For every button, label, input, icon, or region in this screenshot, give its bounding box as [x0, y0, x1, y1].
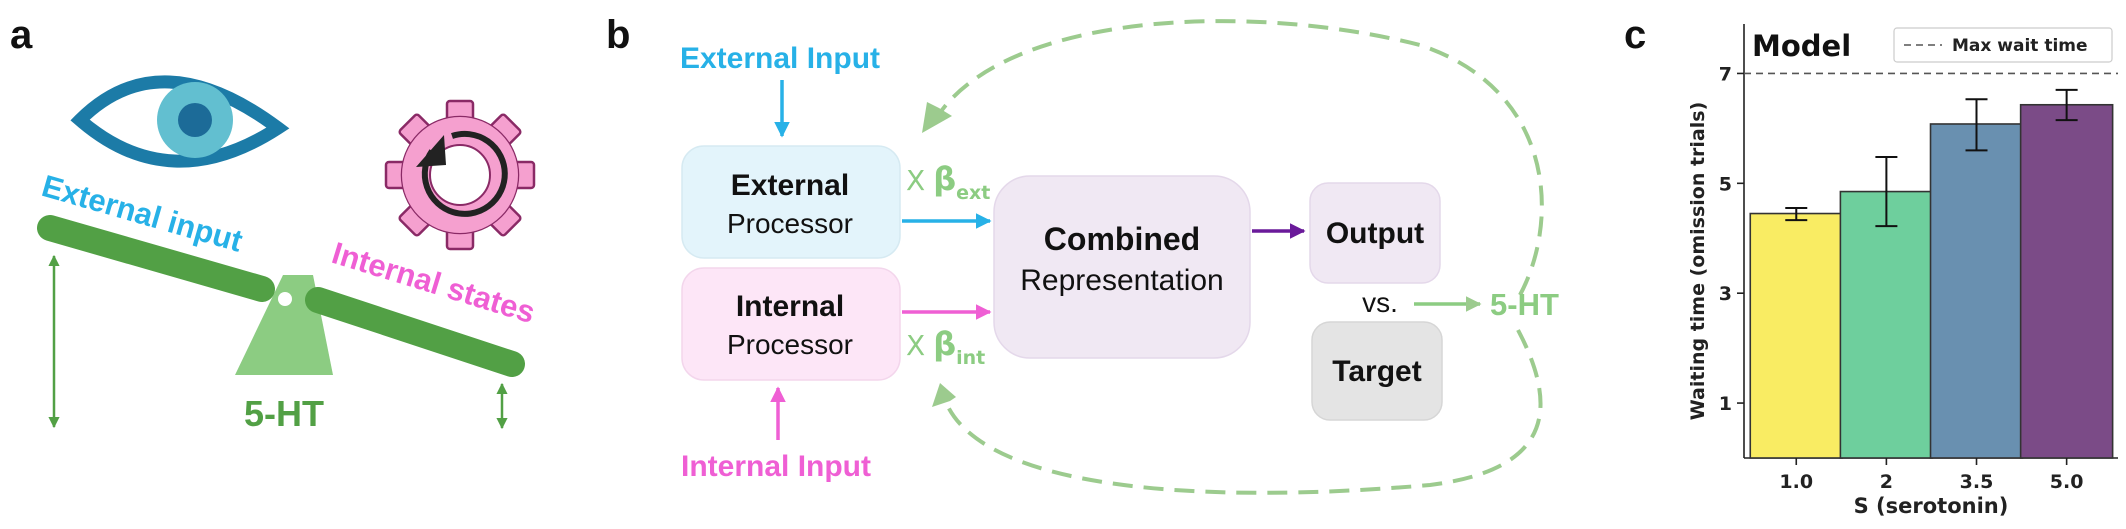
target-label: Target — [1332, 355, 1421, 388]
internal-processor-sub: Processor — [727, 329, 853, 360]
feedback-arrow-top — [933, 19, 1544, 296]
external-input-title: External Input — [680, 42, 880, 75]
x-axis-label: S (serotonin) — [1854, 494, 2009, 518]
x-tick-label: 2 — [1880, 471, 1893, 493]
bar — [1749, 212, 1844, 459]
internal-processor-box — [681, 267, 901, 381]
bar — [1839, 190, 1934, 459]
beam-right — [305, 287, 525, 377]
x-tick-label: 3.5 — [1960, 471, 1994, 493]
external-processor-sub: Processor — [727, 208, 853, 239]
combined-title: Combined — [1044, 221, 1200, 257]
gear-icon — [384, 99, 536, 251]
eye-icon — [70, 75, 290, 168]
combined-representation-box — [993, 175, 1251, 359]
chart-title: Model — [1752, 29, 1851, 63]
internal-input-title: Internal Input — [681, 450, 871, 483]
external-processor-box — [681, 145, 901, 259]
output-label: Output — [1326, 217, 1424, 250]
vs-label: vs. — [1362, 287, 1398, 318]
panel-label-a: a — [10, 13, 33, 57]
internal-processor-title: Internal — [736, 290, 844, 323]
fulcrum-label: 5-HT — [244, 393, 324, 434]
legend-box — [1893, 27, 2113, 63]
y-tick-label: 5 — [1719, 173, 1732, 195]
legend-label: Max wait time — [1952, 36, 2088, 56]
combined-sub: Representation — [1020, 264, 1223, 297]
y-axis-label: Waiting time (omission trials) — [1687, 102, 1709, 421]
5ht-label: 5-HT — [1490, 287, 1559, 322]
panel-label-c: c — [1624, 13, 1646, 57]
bar-chart: 1 3 5 7 1.0 2 3.5 5.0 S (serotonin) Waiting time … — [1687, 24, 2118, 518]
external-processor-title: External — [731, 169, 849, 202]
bar — [2019, 103, 2114, 459]
panel-c: c 1 3 5 7 1.0 2 3.5 5.0 S (serotonin) Waiting tim… — [1624, 13, 2118, 518]
feedback-arrow-bottom — [943, 329, 1543, 495]
x-tick-label: 5.0 — [2050, 471, 2084, 493]
x-tick-label: 1.0 — [1779, 471, 1813, 493]
seesaw — [37, 215, 525, 430]
target-box — [1311, 321, 1443, 421]
y-tick-label: 3 — [1719, 283, 1732, 305]
panel-b: b External Input Internal Input External… — [606, 13, 1559, 495]
beam-left — [37, 215, 275, 302]
bar — [1929, 123, 2024, 459]
panel-a: a — [10, 13, 539, 434]
y-tick-label: 1 — [1719, 393, 1732, 415]
panel-label-b: b — [606, 13, 630, 57]
output-box — [1309, 182, 1441, 284]
y-tick-label: 7 — [1719, 63, 1732, 85]
